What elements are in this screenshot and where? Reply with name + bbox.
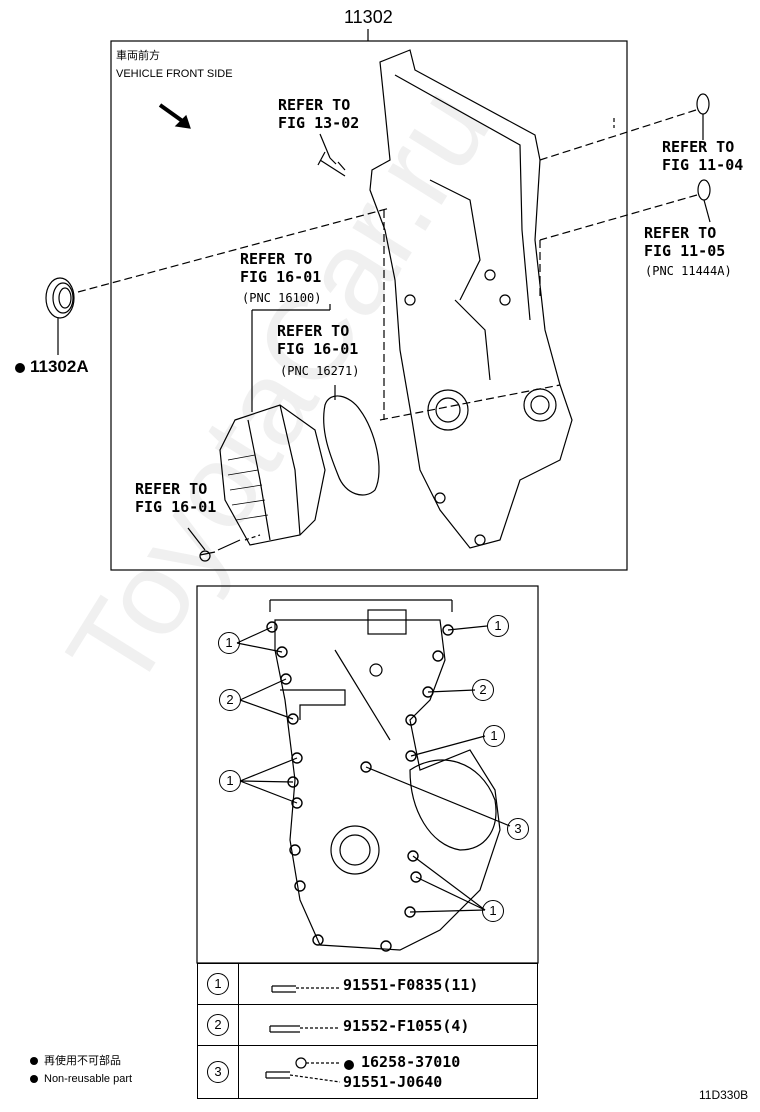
stud-bolt: [317, 151, 346, 177]
water-pump-bolt: [199, 539, 241, 556]
callout-1: 1: [219, 770, 241, 792]
seal-part-number[interactable]: 11302A: [30, 357, 89, 376]
timing-chain-cover: [369, 49, 573, 549]
pnc-16100-label: (PNC 16100): [242, 291, 322, 305]
legend-part-number[interactable]: 91552-F1055(4): [343, 1016, 470, 1035]
callout-1: 1: [487, 615, 509, 637]
lower-cover-outline: [274, 619, 501, 951]
legend-part-number[interactable]: 91551-J0640: [343, 1073, 443, 1091]
front-side-label-jp: 車両前方: [116, 50, 160, 62]
non-reusable-note-jp: 再使用不可部品: [44, 1055, 121, 1067]
legend-row: 1 91551-F0835(11): [197, 963, 538, 1005]
refer-fig-13-02-link[interactable]: REFER TO FIG 13-02: [278, 96, 360, 132]
o-ring-upper: [696, 93, 710, 115]
legend-part-number[interactable]: 91551-F0835(11): [343, 975, 479, 994]
refer-fig-11-05-link[interactable]: REFER TO FIG 11-05: [644, 224, 726, 260]
upper-frame: [110, 40, 628, 571]
o-ring-lower: [697, 179, 711, 201]
water-pump: [219, 404, 326, 546]
callout-1: 1: [482, 900, 504, 922]
legend-key: 1: [207, 973, 229, 995]
non-reusable-note-en: Non-reusable part: [44, 1073, 133, 1085]
legend-part-number[interactable]: 16258-37010: [361, 1053, 461, 1071]
callout-2: 2: [219, 689, 241, 711]
figure-id: 11D330B: [699, 1088, 749, 1102]
legend-key: 2: [207, 1014, 229, 1036]
water-pump-gasket: [323, 395, 380, 496]
refer-fig-16-01-link-c[interactable]: REFER TO FIG 16-01: [135, 480, 217, 516]
non-reusable-dot-icon: [30, 1075, 38, 1083]
non-reusable-dot-icon: [30, 1057, 38, 1065]
callout-1: 1: [483, 725, 505, 747]
refer-fig-16-01-link-b[interactable]: REFER TO FIG 16-01: [277, 322, 359, 358]
oil-seal: [45, 277, 75, 319]
parts-legend-table: 1 91551-F0835(11) 2 91552-F1055(4) 3 162…: [197, 963, 538, 1099]
callout-2: 2: [472, 679, 494, 701]
refer-fig-16-01-link-a[interactable]: REFER TO FIG 16-01: [240, 250, 322, 286]
main-part-number[interactable]: 11302: [344, 7, 393, 27]
callout-3: 3: [507, 818, 529, 840]
pnc-11444a-label: (PNC 11444A): [645, 264, 732, 278]
legend-row: 2 91552-F1055(4): [197, 1004, 538, 1046]
legend-key: 3: [207, 1061, 229, 1083]
callout-1: 1: [218, 632, 240, 654]
pnc-16271-label: (PNC 16271): [280, 364, 360, 378]
refer-fig-11-04-link[interactable]: REFER TO FIG 11-04: [662, 138, 744, 174]
front-side-label-en: VEHICLE FRONT SIDE: [116, 68, 233, 80]
legend-row: 3 16258-37010 91551-J0640: [197, 1045, 538, 1099]
